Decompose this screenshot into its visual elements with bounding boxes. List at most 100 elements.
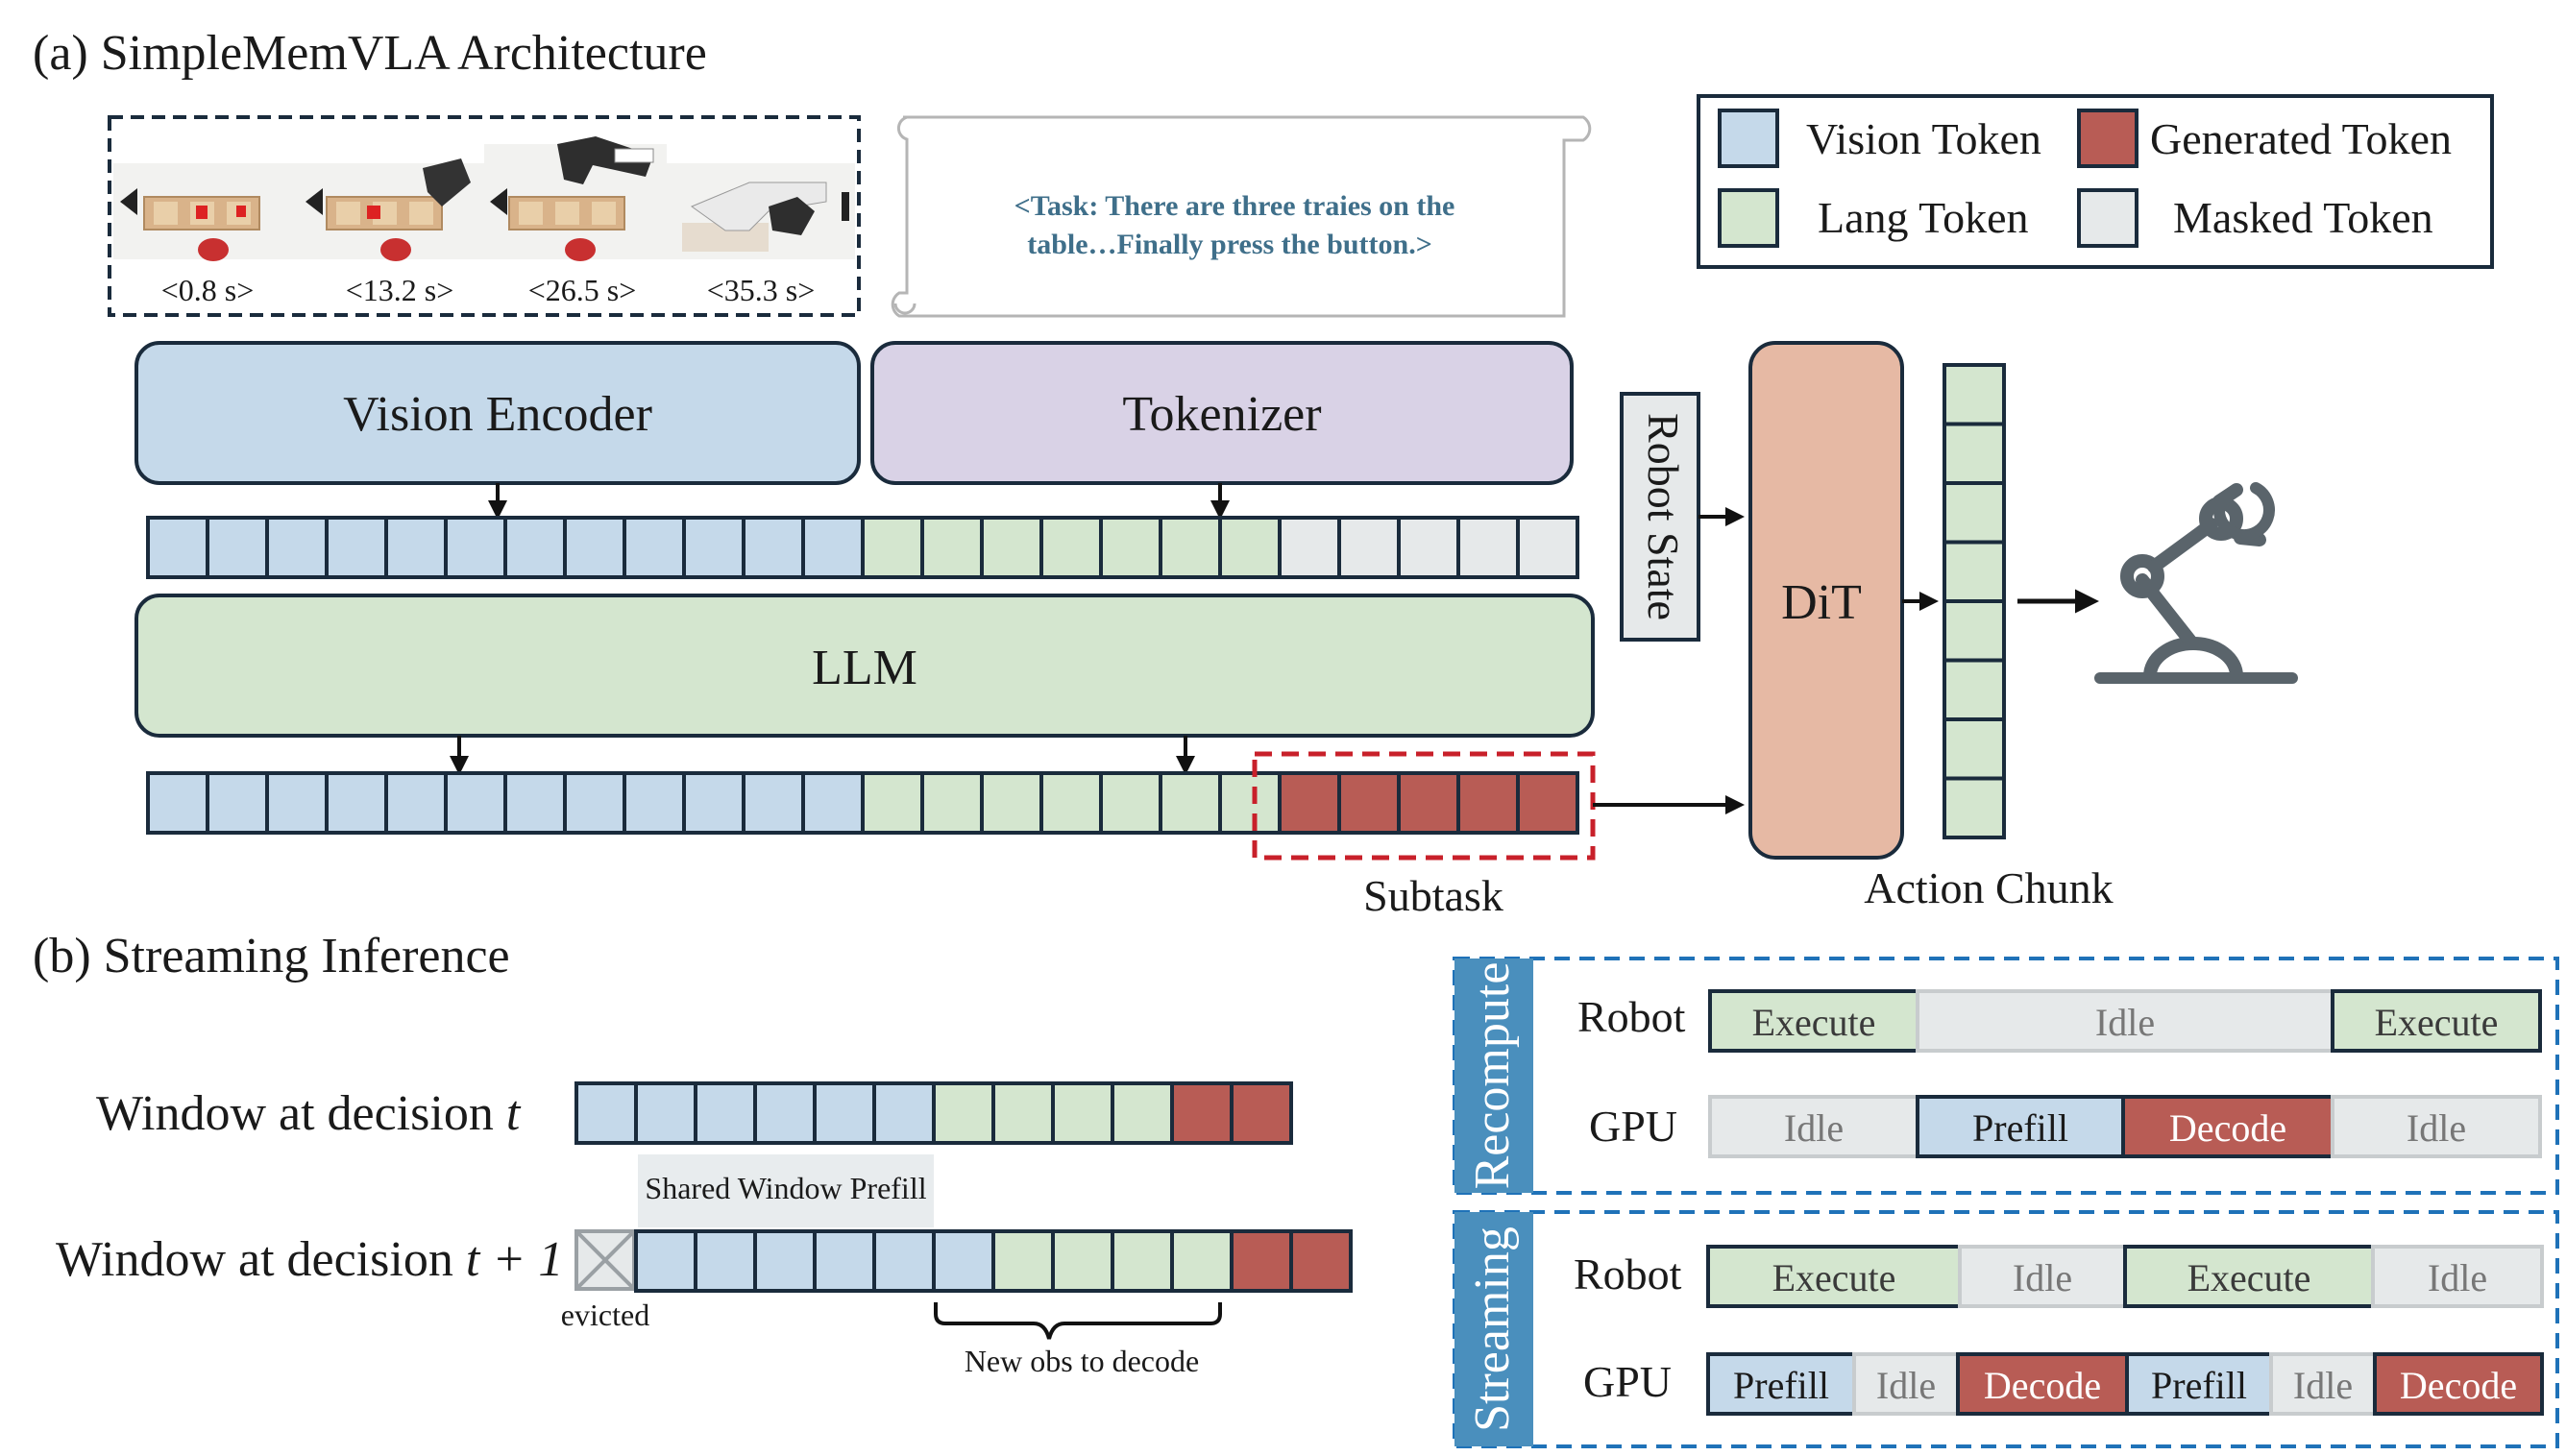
streaming-panel: Streaming Robot GPU Execute Idle Execute… — [1453, 1210, 2559, 1448]
timestamp-4: <35.3 s> — [707, 273, 816, 307]
window-t1-generated-token — [1230, 1229, 1293, 1293]
output-lang-token — [920, 771, 984, 835]
input-masked-token — [1337, 516, 1401, 579]
observation-frames: <0.8 s> <13.2 s> <26.5 s> <35.3 s> — [108, 115, 861, 317]
shared-prefill-label: Shared Window Prefill — [645, 1171, 926, 1205]
action-chunk-token — [1943, 422, 2006, 485]
input-masked-token — [1456, 516, 1520, 579]
output-token-row — [146, 771, 1579, 835]
action-chunk-token — [1943, 540, 2006, 603]
recompute-gpu-idle-2 — [2331, 1095, 2542, 1158]
legend-vision-swatch — [1718, 109, 1779, 168]
recompute-gpu-decode-text: Decode — [2169, 1106, 2286, 1150]
window-t1-lang-token — [1111, 1229, 1174, 1293]
recompute-robot-execute-2-text: Execute — [2375, 1001, 2499, 1044]
output-lang-token — [1039, 771, 1103, 835]
streaming-robot-idle-1 — [1958, 1245, 2127, 1308]
streaming-gpu-decode-1-text: Decode — [1984, 1364, 2101, 1407]
window-t-lang-token — [1111, 1081, 1174, 1145]
window-t-token-row — [574, 1081, 1293, 1145]
vision-encoder-label: Vision Encoder — [343, 387, 652, 442]
window-t-vision-token — [574, 1081, 638, 1145]
task-text-line1: <Task: There are three traies on the — [1014, 190, 1455, 222]
action-chunk-label: Action Chunk — [1864, 863, 2113, 912]
streaming-label: Streaming — [1465, 1226, 1520, 1432]
action-chunk-token — [1943, 363, 2006, 426]
evicted-label: evicted — [561, 1298, 649, 1332]
timestamp-2: <13.2 s> — [346, 273, 454, 307]
output-vision-token — [384, 771, 448, 835]
window-t-vision-token — [813, 1081, 876, 1145]
output-lang-token — [1159, 771, 1222, 835]
output-vision-token — [682, 771, 745, 835]
recompute-panel: Recompute Robot GPU Execute Idle Execute… — [1453, 957, 2559, 1195]
llm-block — [134, 594, 1595, 738]
input-vision-token — [563, 516, 626, 579]
shared-prefill-highlight — [638, 1154, 934, 1227]
window-t1-lang-token — [991, 1229, 1055, 1293]
streaming-gpu-decode-2-text: Decode — [2400, 1364, 2517, 1407]
recompute-side-bar — [1454, 959, 1533, 1193]
window-t-vision-token — [634, 1081, 697, 1145]
task-scroll: <Task: There are three traies on the tab… — [891, 115, 1592, 318]
output-vision-token — [206, 771, 269, 835]
recompute-robot-execute-2 — [2331, 989, 2542, 1053]
recompute-robot-execute-1-text: Execute — [1752, 1001, 1876, 1044]
recompute-robot-idle-text: Idle — [2095, 1001, 2155, 1044]
recompute-gpu-prefill-text: Prefill — [1972, 1106, 2068, 1150]
streaming-gpu-prefill-1-text: Prefill — [1733, 1364, 1829, 1407]
streaming-gpu-prefill-2-text: Prefill — [2151, 1364, 2247, 1407]
output-lang-token — [980, 771, 1043, 835]
legend: Vision Token Generated Token Lang Token … — [1697, 94, 2494, 269]
task-text-line2: table…Finally press the button.> — [1027, 229, 1432, 260]
output-vision-token — [146, 771, 209, 835]
input-masked-token — [1516, 516, 1579, 579]
legend-masked-label: Masked Token — [2173, 193, 2433, 242]
legend-generated-label: Generated Token — [2150, 114, 2452, 163]
output-vision-token — [742, 771, 805, 835]
window-t-generated-token — [1170, 1081, 1234, 1145]
dit-label: DiT — [1781, 575, 1862, 630]
window-t-lang-token — [932, 1081, 995, 1145]
streaming-robot-idle-1-text: Idle — [2013, 1256, 2072, 1299]
output-lang-token — [1099, 771, 1162, 835]
new-obs-brace — [934, 1302, 1222, 1340]
input-vision-token — [206, 516, 269, 579]
recompute-robot-label: Robot — [1577, 992, 1686, 1041]
frame-1 — [113, 163, 302, 261]
window-t-vision-token — [753, 1081, 817, 1145]
streaming-gpu-idle-2-text: Idle — [2293, 1364, 2353, 1407]
window-t-lang-token — [991, 1081, 1055, 1145]
legend-lang-label: Lang Token — [1818, 193, 2029, 242]
window-t1-generated-token — [1289, 1229, 1353, 1293]
action-chunk-token — [1943, 481, 2006, 545]
output-generated-token — [1516, 771, 1579, 835]
frames-dashed-box — [108, 115, 861, 317]
streaming-gpu-prefill-1 — [1706, 1352, 1856, 1416]
frame-2 — [302, 158, 484, 261]
input-lang-token — [861, 516, 924, 579]
legend-vision-label: Vision Token — [1806, 114, 2041, 163]
input-vision-token — [444, 516, 507, 579]
streaming-robot-idle-2-text: Idle — [2428, 1256, 2487, 1299]
input-masked-token — [1278, 516, 1341, 579]
evicted-token — [574, 1229, 636, 1291]
window-t1-vision-token — [872, 1229, 936, 1293]
input-vision-token — [325, 516, 388, 579]
output-generated-token — [1278, 771, 1341, 835]
action-chunk-token — [1943, 717, 2006, 781]
recompute-gpu-label: GPU — [1589, 1102, 1677, 1151]
recompute-label: Recompute — [1465, 962, 1520, 1190]
streaming-gpu-decode-1 — [1956, 1352, 2129, 1416]
window-t1-token-row — [634, 1229, 1353, 1293]
window-t1-vision-token — [634, 1229, 697, 1293]
input-vision-token — [623, 516, 686, 579]
output-generated-token — [1397, 771, 1460, 835]
action-chunk-token — [1943, 658, 2006, 721]
frame-3 — [484, 136, 667, 261]
streaming-side-bar — [1454, 1212, 1533, 1446]
section-b-title: (b) Streaming Inference — [33, 929, 510, 983]
input-vision-token — [146, 516, 209, 579]
output-generated-token — [1456, 771, 1520, 835]
